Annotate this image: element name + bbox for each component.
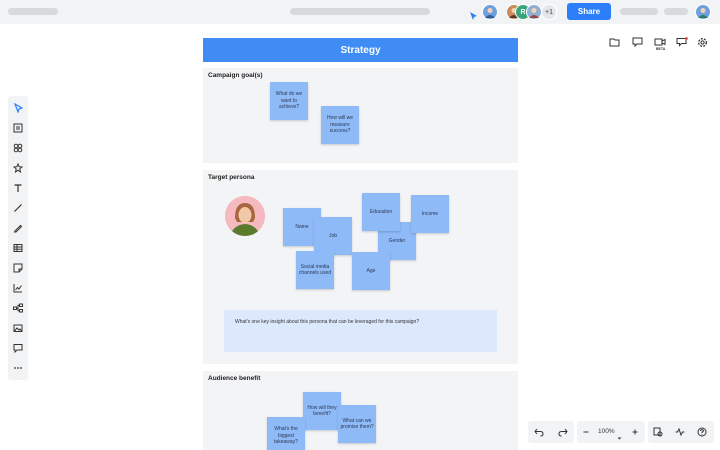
view-tools-group	[648, 421, 714, 443]
image-upload-icon[interactable]	[10, 320, 26, 336]
board-overview-icon[interactable]	[650, 424, 666, 440]
sticky-note[interactable]: How will they benefit?	[303, 392, 341, 430]
sticky-note[interactable]: How will we measure success?	[321, 106, 359, 144]
zoom-out-icon[interactable]	[578, 424, 594, 440]
comments-icon[interactable]	[627, 33, 647, 51]
frames-icon[interactable]	[604, 33, 624, 51]
star-icon[interactable]	[10, 160, 26, 176]
cursor-icon[interactable]	[470, 8, 478, 26]
presentation-icon[interactable]	[672, 33, 692, 51]
mindmap-icon[interactable]	[10, 300, 26, 316]
settings-icon[interactable]	[692, 33, 712, 51]
zoom-level[interactable]: 100%	[598, 428, 615, 435]
avatar-initial: R	[520, 8, 526, 16]
menu-placeholder[interactable]	[620, 8, 658, 15]
pen-tool-icon[interactable]	[10, 220, 26, 236]
campaign-goals-frame[interactable]: Campaign goal(s) What do we want to achi…	[203, 68, 518, 163]
table-tool-icon[interactable]	[10, 240, 26, 256]
breadcrumb-placeholder	[290, 8, 430, 15]
board-title[interactable]: Strategy	[203, 38, 518, 62]
beta-badge: BETA	[656, 47, 666, 51]
sticky-note[interactable]: What do we want to achieve?	[270, 82, 308, 120]
zoom-in-icon[interactable]	[627, 424, 643, 440]
sticky-note-icon[interactable]	[10, 260, 26, 276]
audience-benefit-frame[interactable]: Audience benefit How will they benefit? …	[203, 371, 518, 450]
menu-placeholder[interactable]	[664, 8, 688, 15]
persona-photo[interactable]	[225, 196, 265, 236]
video-call-icon[interactable]	[650, 33, 670, 51]
apps-icon[interactable]	[10, 140, 26, 156]
current-user-avatar[interactable]	[482, 4, 498, 20]
share-button[interactable]: Share	[567, 3, 611, 20]
templates-icon[interactable]	[10, 120, 26, 136]
chevron-down-icon[interactable]	[617, 428, 622, 446]
undo-icon[interactable]	[531, 424, 547, 440]
text-tool-icon[interactable]	[10, 180, 26, 196]
board-name-placeholder[interactable]	[8, 8, 58, 15]
help-icon[interactable]	[694, 424, 710, 440]
section-title: Target persona	[208, 174, 255, 181]
section-title: Campaign goal(s)	[208, 72, 263, 79]
redo-icon[interactable]	[555, 424, 571, 440]
target-persona-frame[interactable]: Target persona Name Job Social media cha…	[203, 170, 518, 364]
activity-icon[interactable]	[672, 424, 688, 440]
line-tool-icon[interactable]	[10, 200, 26, 216]
more-collaborators-badge[interactable]: +1	[541, 4, 557, 20]
zoom-group	[577, 421, 645, 443]
sticky-note[interactable]: What can we promise them?	[338, 405, 376, 443]
sticky-note[interactable]: Job	[314, 217, 352, 255]
comment-icon[interactable]	[10, 340, 26, 356]
chart-tool-icon[interactable]	[10, 280, 26, 296]
left-toolbar	[8, 96, 28, 380]
top-bar: R +1 Share	[0, 0, 720, 24]
more-tools-icon[interactable]	[10, 360, 26, 376]
sticky-note[interactable]: Age	[352, 252, 390, 290]
undo-redo-group	[528, 421, 574, 443]
insight-note[interactable]: What's one key insight about this person…	[224, 310, 497, 352]
sticky-note[interactable]: Education	[362, 193, 400, 231]
profile-avatar[interactable]	[695, 4, 711, 20]
sticky-note[interactable]: Income	[411, 195, 449, 233]
section-title: Audience benefit	[208, 375, 261, 382]
sticky-note[interactable]: Social media channels used	[296, 251, 334, 289]
collaborator-avatar[interactable]	[526, 4, 542, 20]
sticky-note[interactable]: What's the biggest takeaway?	[267, 417, 305, 450]
select-tool-icon[interactable]	[10, 100, 26, 116]
